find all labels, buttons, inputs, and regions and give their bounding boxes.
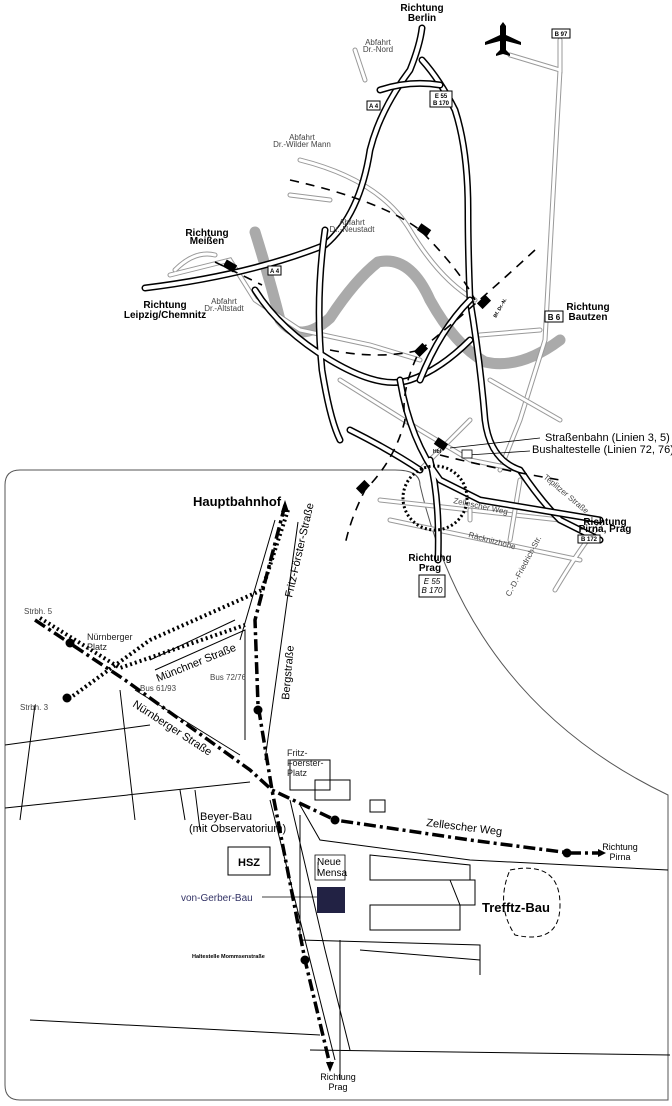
sign-a4-bottom: A 4 — [270, 269, 280, 275]
street-bergstrasse: Bergstraße — [280, 645, 297, 700]
legend-tram: Straßenbahn (Linien 3, 5) — [545, 432, 670, 444]
legend-bus: Bushaltestelle (Linien 72, 76) — [532, 444, 672, 456]
street-fritz-foerster: Fritz-Förster-Straße — [283, 502, 316, 599]
station-marker — [416, 223, 432, 237]
label-beyer-bau: Beyer-Bau(mit Observatorium) — [189, 811, 286, 835]
label-hbf: Hbf — [433, 449, 442, 455]
station-marker — [413, 342, 429, 358]
hbf-station-marker — [433, 437, 449, 451]
station-marker — [476, 294, 492, 310]
label-hsz: HSZ — [238, 857, 260, 869]
sign-b97: B 97 — [555, 32, 568, 38]
label-bf-dr-n: Bf. Dr.-N. — [493, 297, 509, 319]
label-bus7276: Bus 72/76 — [210, 673, 247, 682]
sign-b172: B 172 — [581, 537, 598, 543]
route-fritz-foerster — [253, 504, 332, 1066]
label-bus6193: Bus 61/93 — [140, 684, 177, 693]
major-roads-upper — [141, 24, 604, 564]
airport-icon — [485, 22, 521, 56]
label-strbh3: Strbh. 3 — [20, 703, 49, 712]
building-von-gerber-bau[interactable] — [317, 887, 345, 913]
label-haltestelle: Haltestelle Mommsenstraße — [192, 954, 265, 960]
tram-route — [38, 509, 290, 700]
stop-markers — [62, 638, 572, 965]
building-hsz[interactable] — [227, 846, 271, 876]
label-trefftz-bau: Trefftz-Bau — [482, 900, 550, 915]
sign-a4-top: A 4 — [369, 104, 379, 110]
hbf-area-circle — [401, 464, 469, 532]
campus-roads — [4, 519, 671, 1080]
label-von-gerber-bau: von-Gerber-Bau — [181, 893, 253, 904]
street-nuernberger: Nürnberger Straße — [130, 698, 213, 758]
label-hauptbahnhof: Hauptbahnhof — [193, 494, 282, 509]
station-marker — [355, 479, 371, 495]
map-frame — [4, 469, 669, 1101]
label-fritz-foerster-platz: Fritz-Foerster-Platz — [287, 748, 324, 778]
label-strbh5: Strbh. 5 — [24, 607, 53, 616]
station-marker — [222, 259, 238, 273]
sign-b6: B 6 — [548, 313, 561, 322]
railway-lines — [214, 179, 561, 546]
route-zellescher — [34, 618, 598, 855]
